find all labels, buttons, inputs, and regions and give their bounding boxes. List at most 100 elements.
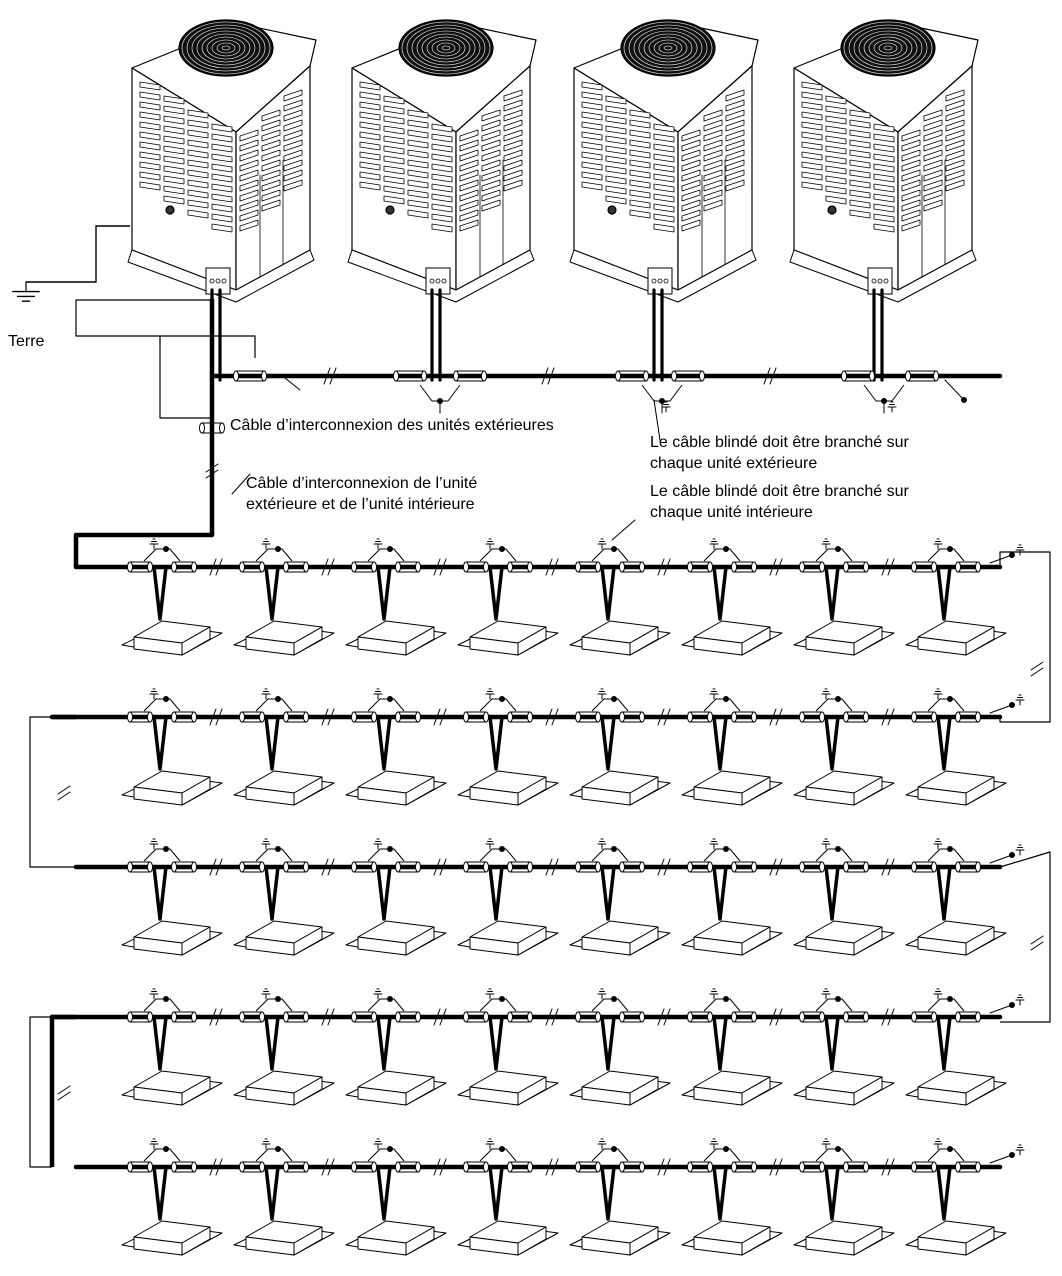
- front-louvre: [873, 133, 895, 143]
- sleeve-end: [619, 711, 625, 723]
- leader-line: [611, 519, 636, 541]
- front-louvre: [163, 145, 185, 155]
- indoor-drop-wire: [600, 1016, 616, 1071]
- sleeve-end: [819, 711, 825, 723]
- fan-ring: [843, 21, 933, 75]
- front-louvre: [359, 111, 381, 121]
- sleeve-end: [751, 1161, 757, 1173]
- side-louvre: [459, 149, 479, 162]
- sleeve-end: [371, 1011, 377, 1023]
- sleeve-end: [975, 711, 981, 723]
- fan-ring: [221, 45, 231, 51]
- sleeve-end: [843, 711, 849, 723]
- wire-segment: [881, 1008, 889, 1026]
- sleeve-end: [619, 561, 625, 573]
- front-louvre: [359, 161, 381, 171]
- sleeve-end: [671, 370, 677, 382]
- front-louvre: [581, 131, 603, 141]
- shield-sleeve: [955, 1161, 981, 1173]
- front-louvre: [653, 223, 675, 233]
- front-louvre: [187, 139, 209, 149]
- wire-segment: [657, 558, 665, 576]
- shield-ground-symbol: [373, 688, 383, 700]
- sleeve-end: [687, 561, 693, 573]
- indoor-drop-wire: [376, 1016, 392, 1071]
- side-louvre: [503, 139, 523, 152]
- side-louvre: [459, 139, 479, 152]
- fan-ring: [181, 21, 271, 75]
- sleeve-end: [527, 561, 533, 573]
- sleeve-end: [147, 711, 153, 723]
- front-louvre: [407, 119, 429, 129]
- side-louvre: [725, 159, 745, 172]
- front-louvre: [801, 101, 823, 111]
- side-louvre: [681, 199, 701, 212]
- side-louvre: [481, 149, 501, 162]
- front-louvre: [163, 175, 185, 185]
- indoor-unit: [793, 838, 895, 956]
- wire-segment: [551, 858, 559, 876]
- sleeve-end: [843, 561, 849, 573]
- sleeve-end: [351, 861, 357, 873]
- wire-segment: [321, 708, 329, 726]
- side-louvre: [503, 129, 523, 142]
- sleeve-end: [731, 561, 737, 573]
- shield-sleeve: [731, 1161, 757, 1173]
- front-louvre: [825, 95, 847, 105]
- indoor-unit: [457, 688, 559, 806]
- side-louvre: [261, 129, 281, 142]
- side-louvre: [703, 189, 723, 202]
- wire-segment: [215, 858, 223, 876]
- sleeve-end: [395, 1011, 401, 1023]
- front-louvre: [605, 195, 627, 205]
- fan-ring: [633, 27, 703, 69]
- wire-segment: [215, 708, 223, 726]
- side-louvre: [283, 179, 303, 192]
- sleeve-end: [393, 370, 399, 382]
- indoor-unit: [121, 838, 223, 956]
- front-louvre: [801, 171, 823, 181]
- indoor-unit: [569, 688, 671, 806]
- sleeve-end: [863, 1011, 869, 1023]
- sleeve-end: [191, 561, 197, 573]
- fan-ring: [436, 42, 456, 54]
- sleeve-end: [955, 1011, 961, 1023]
- side-louvre: [239, 159, 259, 172]
- front-louvre: [163, 155, 185, 165]
- front-louvre: [873, 193, 895, 203]
- shield-ground-symbol: [597, 538, 607, 550]
- shield-indoor-label-line2: chaque unité intérieure: [650, 504, 813, 521]
- wire-segment: [209, 1008, 217, 1026]
- cable-break-mark: [881, 1158, 895, 1176]
- terminal-screw: [877, 278, 883, 284]
- indoor-drop-wire: [712, 866, 728, 921]
- side-louvre: [503, 99, 523, 112]
- shield-sleeve: [507, 1011, 533, 1023]
- shield-pigtail-dot: [947, 546, 953, 552]
- front-louvre: [605, 155, 627, 165]
- fan-ring: [883, 45, 893, 51]
- sleeve-end: [239, 1011, 245, 1023]
- side-louvre: [945, 179, 965, 192]
- side-louvre: [459, 129, 479, 142]
- wire-segment: [551, 1008, 559, 1026]
- shield-sleeve: [395, 1161, 421, 1173]
- shield-outdoor-label-line2: chaque unité extérieure: [650, 455, 817, 472]
- cable-break-mark: [763, 367, 777, 385]
- indoor-drop-wire: [824, 1016, 840, 1071]
- cable-break-mark: [209, 708, 223, 726]
- front-louvre: [849, 129, 871, 139]
- indoor-unit: [345, 988, 447, 1106]
- shield-sleeve: [239, 561, 265, 573]
- cable-break-mark: [545, 558, 559, 576]
- shield-sleeve: [687, 711, 713, 723]
- fan-ring: [648, 36, 688, 60]
- fan-ring: [211, 39, 241, 57]
- side-louvre: [725, 149, 745, 162]
- shield-ground-symbol: [149, 838, 159, 850]
- wire-segment: [881, 858, 889, 876]
- front-louvre: [211, 213, 233, 223]
- side-louvre: [239, 129, 259, 142]
- side-louvre: [503, 89, 523, 102]
- access-knob: [607, 205, 617, 215]
